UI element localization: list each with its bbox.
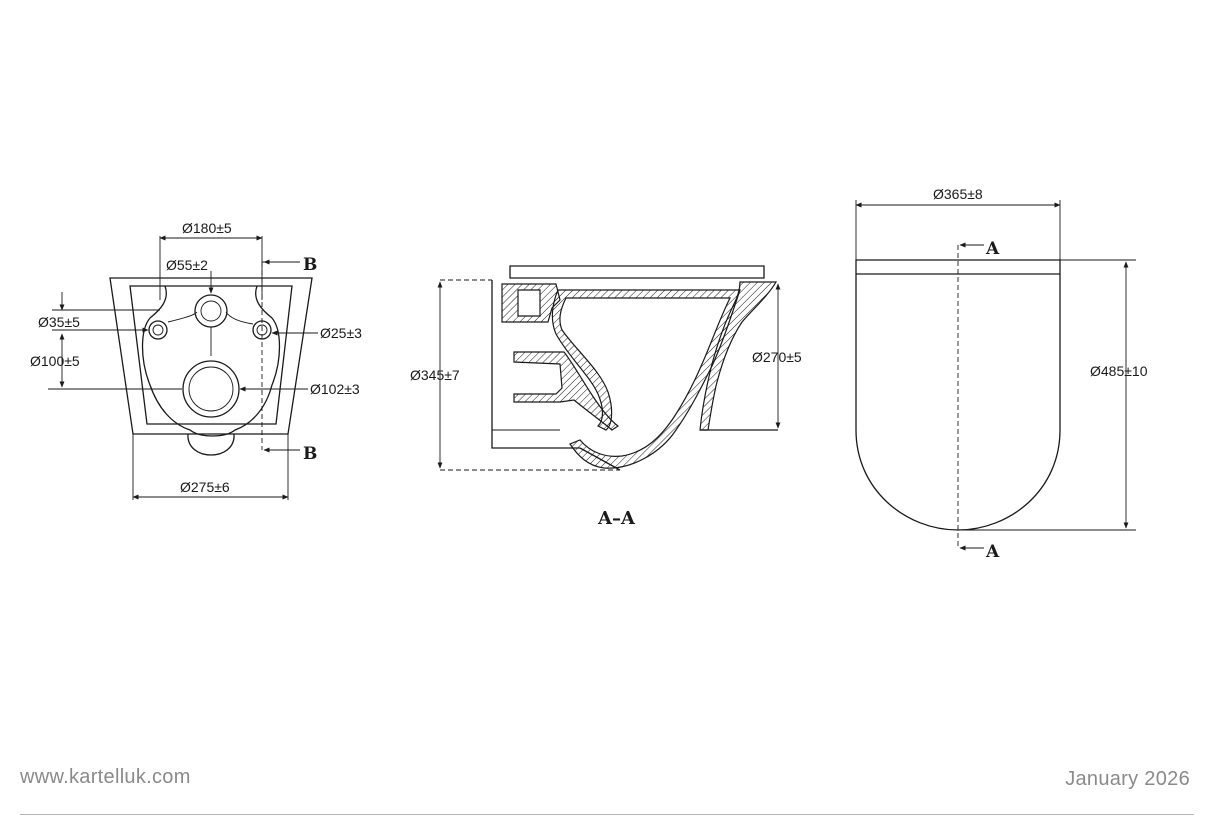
front-view: Ø180±5 Ø55±2 Ø35±5 Ø25±3 Ø100±5 Ø102±3 Ø… <box>30 220 362 500</box>
front-spigot <box>187 433 235 456</box>
dim-top-length: Ø485±10 <box>1090 363 1148 379</box>
section-mark-b-bottom: B <box>303 444 317 464</box>
section-view: Ø345±7 Ø270±5 A–A <box>410 265 802 529</box>
footer-website: www.kartelluk.com <box>20 766 191 788</box>
section-mark-b-top: B <box>303 255 317 275</box>
dim-fix-hole: Ø25±3 <box>320 325 362 341</box>
section-title: A–A <box>597 508 636 529</box>
dim-outlet: Ø102±3 <box>310 381 360 397</box>
top-view: Ø365±8 Ø485±10 A A <box>855 186 1148 562</box>
outlet-hole <box>182 360 240 418</box>
footer-date: January 2026 <box>1065 768 1190 790</box>
dim-top-width: Ø365±8 <box>933 186 983 202</box>
dim-outlet-height: Ø100±5 <box>30 353 80 369</box>
dim-width-bottom: Ø275±6 <box>180 479 230 495</box>
inlet-hole <box>194 294 228 328</box>
dim-total-height: Ø345±7 <box>410 367 460 383</box>
dim-bowl-height: Ø270±5 <box>752 349 802 365</box>
front-boss <box>141 285 281 437</box>
section-mark-a-bottom: A <box>985 542 1000 562</box>
footer-divider <box>20 814 1194 815</box>
fix-hole-left <box>148 320 168 340</box>
dim-inlet: Ø55±2 <box>166 257 208 273</box>
section-mark-a-top: A <box>985 239 1000 259</box>
dim-width-top: Ø180±5 <box>182 220 232 236</box>
front-inner-recess <box>129 285 293 425</box>
dim-fix-hole-height: Ø35±5 <box>38 314 80 330</box>
